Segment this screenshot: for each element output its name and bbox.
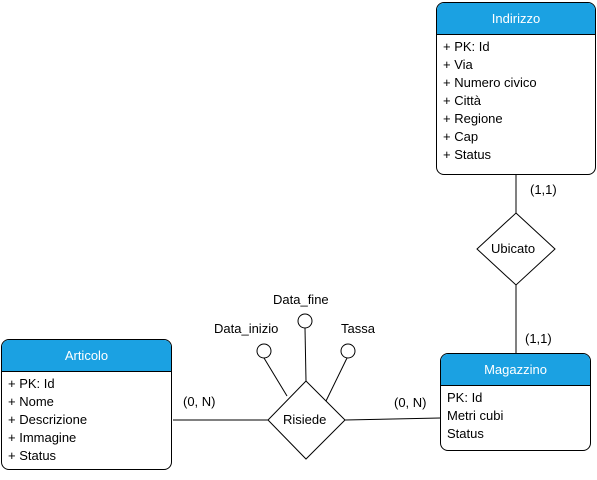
relationship-ubicato-diamond[interactable]	[476, 212, 556, 286]
attribute-row: + Numero civico	[443, 75, 537, 90]
attribute-row: + Cap	[443, 129, 479, 144]
cardinality-magazzino-ubicato: (1,1)	[525, 331, 552, 346]
attribute-row: Metri cubi	[447, 408, 504, 423]
attr-data-fine-label: Data_fine	[273, 292, 329, 307]
entity-articolo-attributes: + PK: Id + Nome + Descrizione + Immagine…	[2, 372, 171, 465]
attribute-row: + Via	[443, 57, 473, 72]
attr-data-inizio-label: Data_inizio	[214, 321, 279, 336]
connector-attr-data-inizio	[263, 357, 288, 397]
attribute-row: + Descrizione	[8, 412, 88, 427]
entity-indirizzo-title: Indirizzo	[437, 3, 595, 35]
connector-attr-tassa	[325, 357, 348, 402]
relationship-risiede-diamond[interactable]	[267, 380, 346, 460]
attribute-row: + PK: Id	[443, 39, 490, 54]
attribute-row: Status	[447, 426, 484, 441]
cardinality-magazzino-risiede: (0, N)	[394, 395, 427, 410]
cardinality-articolo-risiede: (0, N)	[183, 394, 216, 409]
entity-articolo-title: Articolo	[2, 340, 171, 372]
entity-magazzino[interactable]: Magazzino PK: Id Metri cubi Status	[440, 353, 591, 451]
attr-data-inizio-circle[interactable]	[256, 343, 272, 359]
attr-tassa-label: Tassa	[341, 321, 375, 336]
connector-attr-data-fine	[304, 327, 307, 382]
connector-risiede-magazzino	[344, 417, 441, 421]
entity-magazzino-title: Magazzino	[441, 354, 590, 386]
attribute-row: + Città	[443, 93, 481, 108]
attribute-row: + Nome	[8, 394, 54, 409]
attribute-row: + Status	[443, 147, 492, 162]
relationship-risiede-label: Risiede	[283, 412, 327, 427]
entity-indirizzo[interactable]: Indirizzo + PK: Id + Via + Numero civico…	[436, 2, 596, 175]
attribute-row: + Regione	[443, 111, 503, 126]
entity-magazzino-attributes: PK: Id Metri cubi Status	[441, 386, 590, 443]
attr-data-fine-circle[interactable]	[297, 313, 313, 329]
attribute-row: + PK: Id	[8, 376, 55, 391]
entity-indirizzo-attributes: + PK: Id + Via + Numero civico + Città +…	[437, 35, 595, 164]
attr-tassa-circle[interactable]	[340, 343, 356, 359]
attribute-row: PK: Id	[447, 390, 483, 405]
attribute-row: + Status	[8, 448, 57, 463]
relationship-ubicato-label: Ubicato	[491, 241, 536, 256]
cardinality-indirizzo-ubicato: (1,1)	[530, 182, 557, 197]
attribute-row: + Immagine	[8, 430, 77, 445]
entity-articolo[interactable]: Articolo + PK: Id + Nome + Descrizione +…	[1, 339, 172, 470]
